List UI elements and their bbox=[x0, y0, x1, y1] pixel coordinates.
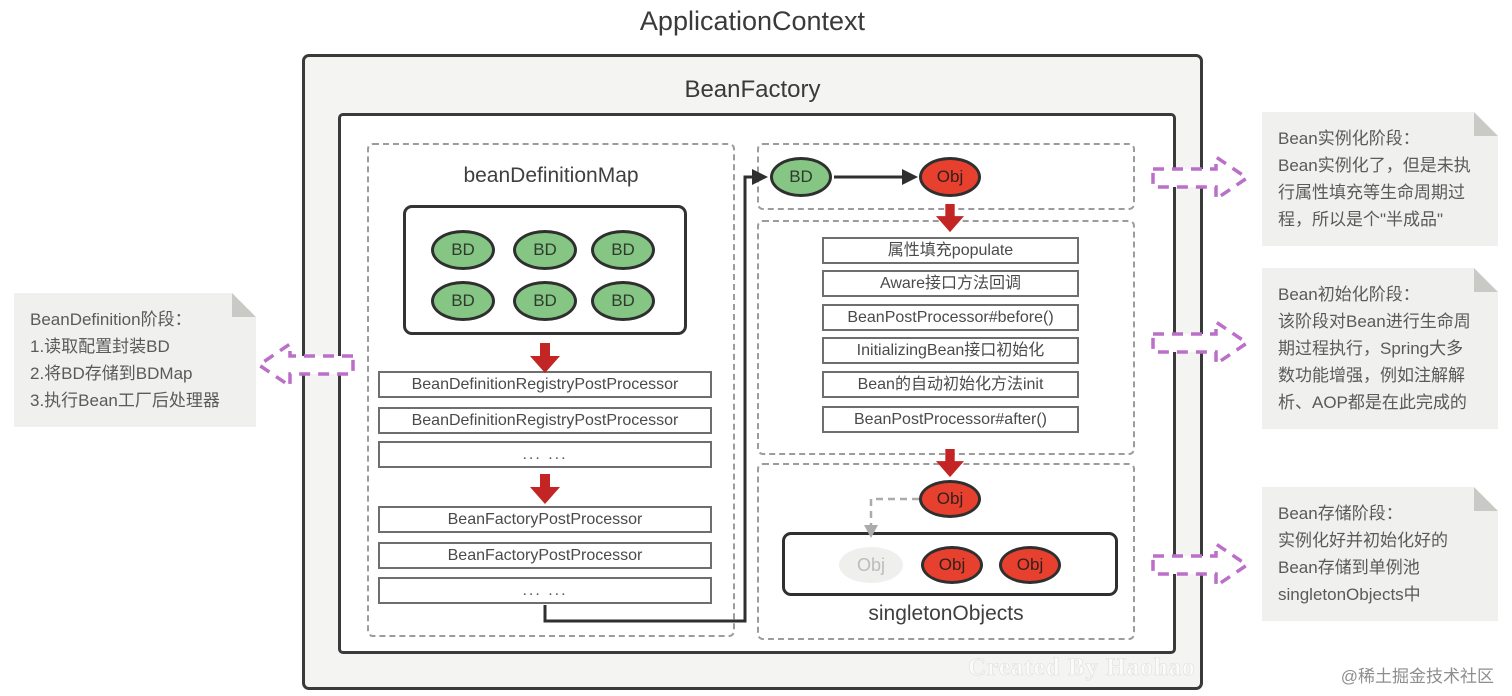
note-line: Bean初始化阶段： bbox=[1278, 285, 1420, 304]
note-line: 期过程执行，Spring大多 bbox=[1278, 339, 1464, 358]
init-step-box: InitializingBean接口初始化 bbox=[822, 337, 1079, 364]
obj-oval: Obj bbox=[919, 157, 981, 197]
bd-oval: BD bbox=[591, 230, 655, 270]
note-initialization-stage: Bean初始化阶段： 该阶段对Bean进行生命周 期过程执行，Spring大多 … bbox=[1262, 268, 1498, 429]
ellipsis-box: ... ... bbox=[378, 577, 712, 604]
init-step-box: BeanPostProcessor#before() bbox=[822, 304, 1079, 331]
purple-dashed-right-arrow-icon bbox=[1151, 318, 1250, 368]
red-down-arrow-icon bbox=[530, 343, 560, 373]
note-line: BeanDefinition阶段： bbox=[30, 310, 192, 329]
obj-oval: Obj bbox=[919, 480, 981, 518]
bd-oval: BD bbox=[591, 281, 655, 321]
obj-oval: Obj bbox=[999, 546, 1061, 584]
note-line: 数功能增强，例如注解解 bbox=[1278, 366, 1465, 385]
init-step-box: 属性填充populate bbox=[822, 237, 1079, 264]
note-line: singletonObjects中 bbox=[1278, 585, 1421, 604]
note-line: 1.读取配置封装BD bbox=[30, 337, 170, 356]
note-line: 3.执行Bean工厂后处理器 bbox=[30, 391, 220, 410]
purple-dashed-right-arrow-icon bbox=[1151, 540, 1250, 590]
registry-post-processor-box: BeanDefinitionRegistryPostProcessor bbox=[378, 371, 712, 398]
note-line: Bean实例化阶段： bbox=[1278, 129, 1420, 148]
note-line: Bean存储阶段： bbox=[1278, 504, 1403, 523]
red-down-arrow-icon bbox=[935, 449, 965, 478]
factory-post-processor-box: BeanFactoryPostProcessor bbox=[378, 506, 712, 533]
gray-dashed-connector bbox=[864, 497, 919, 538]
obj-oval: Obj bbox=[921, 546, 983, 584]
note-line: Bean实例化了，但是未执 bbox=[1278, 156, 1471, 175]
singleton-objects-container bbox=[782, 532, 1118, 596]
bd-oval: BD bbox=[431, 230, 495, 270]
note-bean-definition-stage: BeanDefinition阶段： 1.读取配置封装BD 2.将BD存储到BDM… bbox=[14, 293, 256, 427]
bd-oval: BD bbox=[513, 230, 577, 270]
bean-factory-label: BeanFactory bbox=[684, 76, 821, 103]
note-line: 2.将BD存储到BDMap bbox=[30, 364, 193, 383]
bd-oval: BD bbox=[513, 281, 577, 321]
registry-post-processor-box: BeanDefinitionRegistryPostProcessor bbox=[378, 407, 712, 434]
credit-text: @稀土掘金技术社区 bbox=[1340, 667, 1494, 686]
init-step-box: Aware接口方法回调 bbox=[822, 270, 1079, 297]
ellipsis-box: ... ... bbox=[378, 441, 712, 468]
page-title: ApplicationContext bbox=[639, 6, 866, 36]
obj-oval-faded: Obj bbox=[839, 547, 903, 583]
singleton-objects-label: singletonObjects bbox=[868, 602, 1024, 625]
note-line: 实例化好并初始化好的 bbox=[1278, 531, 1448, 550]
bean-definition-map-label: beanDefinitionMap bbox=[463, 164, 639, 187]
factory-post-processor-box: BeanFactoryPostProcessor bbox=[378, 542, 712, 569]
note-line: 该阶段对Bean进行生命周 bbox=[1278, 312, 1471, 331]
init-step-box: BeanPostProcessor#after() bbox=[822, 406, 1079, 433]
note-storage-stage: Bean存储阶段： 实例化好并初始化好的 Bean存储到单例池 singleto… bbox=[1262, 487, 1498, 621]
note-line: Bean存储到单例池 bbox=[1278, 558, 1420, 577]
note-instantiation-stage: Bean实例化阶段： Bean实例化了，但是未执 行属性填充等生命周期过 程，所… bbox=[1262, 112, 1498, 246]
init-step-box: Bean的自动初始化方法init bbox=[822, 371, 1079, 398]
note-line: 析、AOP都是在此完成的 bbox=[1278, 393, 1467, 412]
note-line: 行属性填充等生命周期过 bbox=[1278, 183, 1465, 202]
purple-dashed-left-arrow-icon bbox=[256, 340, 355, 390]
red-down-arrow-icon bbox=[530, 474, 560, 504]
bd-oval: BD bbox=[770, 157, 832, 197]
purple-dashed-right-arrow-icon bbox=[1151, 153, 1250, 203]
red-down-arrow-icon bbox=[935, 204, 965, 233]
watermark: Created By Haohao bbox=[968, 654, 1196, 682]
bd-oval: BD bbox=[431, 281, 495, 321]
note-line: 程，所以是个"半成品" bbox=[1278, 210, 1444, 229]
